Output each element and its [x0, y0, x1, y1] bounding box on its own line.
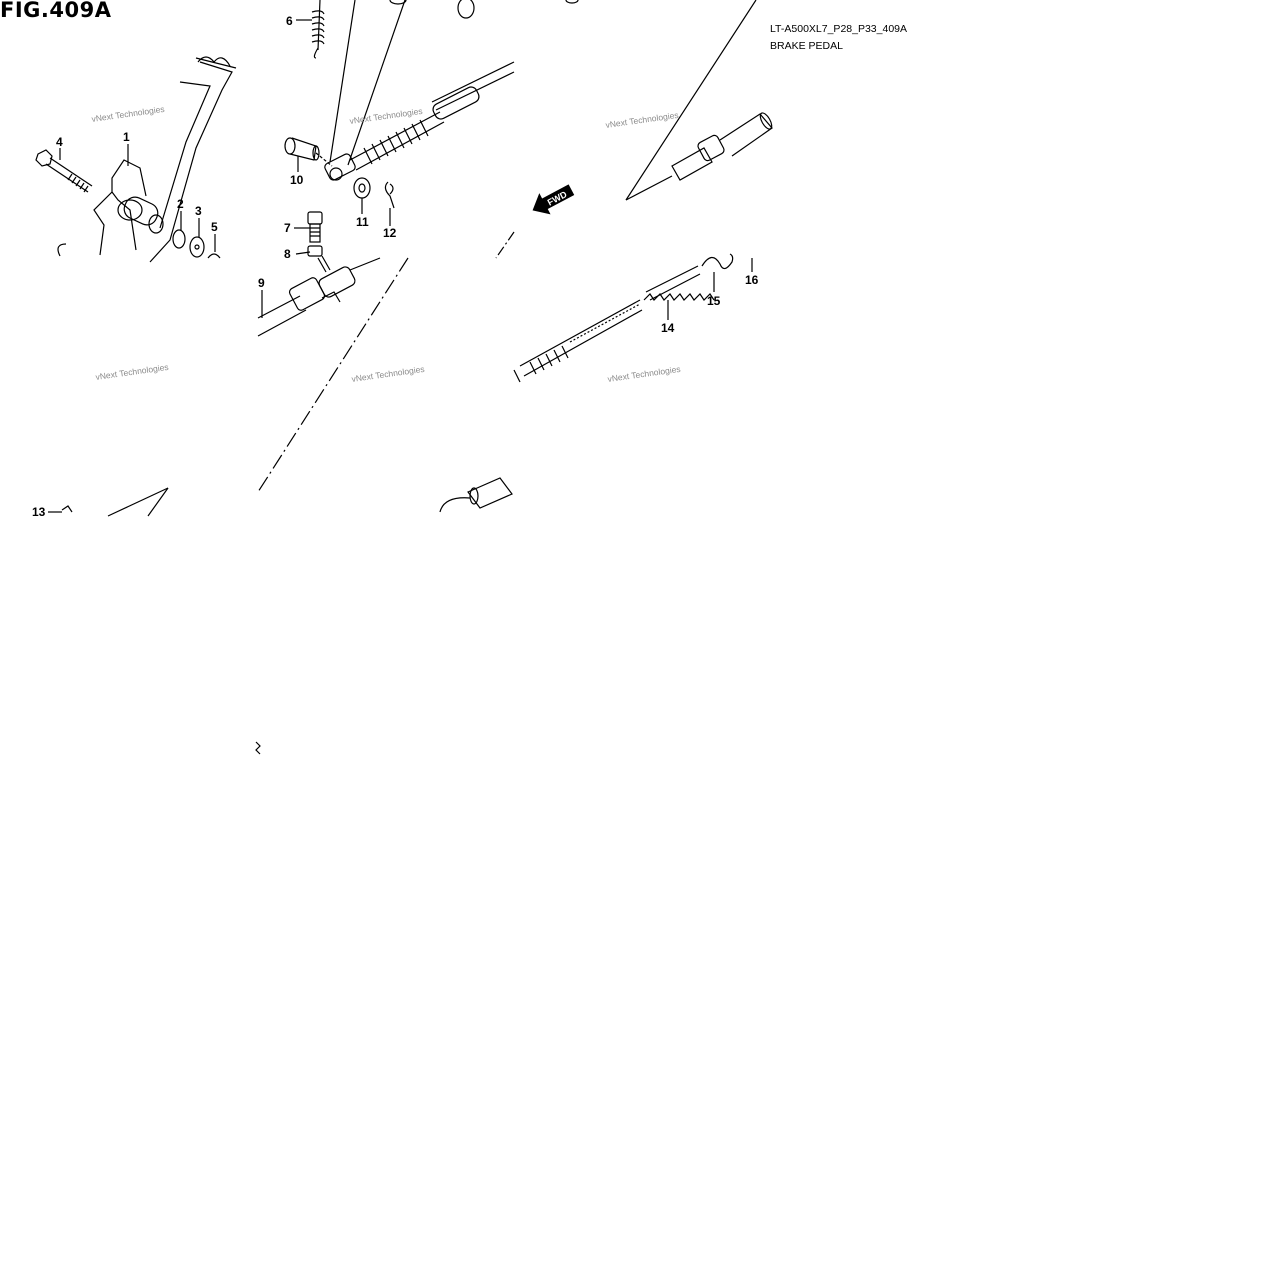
part-13-sketch — [61, 505, 73, 513]
callout-13: 13 — [32, 505, 46, 519]
callout-5: 5 — [211, 220, 218, 234]
clip-part-5 — [207, 253, 221, 259]
adjuster-rod — [513, 299, 643, 383]
callout-15: 15 — [707, 294, 721, 308]
watermark: vNext Technologies — [351, 364, 425, 384]
return-spring-part-6 — [311, 0, 325, 59]
watermark: vNext Technologies — [95, 362, 169, 382]
bolt-part-7 — [307, 211, 323, 243]
watermarks: vNext Technologies vNext Technologies vN… — [91, 104, 681, 384]
figure-title: FIG.409A — [0, 0, 112, 22]
callout-6: 6 — [286, 14, 293, 28]
spring-part-14 — [643, 265, 715, 301]
pin-part-10 — [284, 137, 333, 167]
callout-12: 12 — [383, 226, 397, 240]
callout-9: 9 — [258, 276, 265, 290]
watermark: vNext Technologies — [605, 110, 679, 130]
washer-part-3 — [189, 236, 205, 258]
brake-cable-lower-part-9 — [257, 257, 381, 337]
washer-part-11 — [353, 177, 371, 199]
watermark: vNext Technologies — [349, 106, 423, 126]
callout-11: 11 — [356, 215, 369, 229]
callout-4: 4 — [56, 135, 63, 149]
callout-1: 1 — [123, 130, 130, 144]
bottom-lever — [439, 497, 471, 513]
callout-8: 8 — [284, 247, 291, 261]
brake-pedal-arm — [57, 56, 237, 263]
o-ring-part-2 — [172, 229, 186, 249]
brake-cable-upper — [324, 61, 515, 181]
clip-part-15 — [701, 253, 734, 270]
callout-10: 10 — [290, 173, 304, 187]
callout-2: 2 — [177, 197, 184, 211]
cotter-pin-part-12 — [384, 181, 395, 209]
figure-code: LT-A500XL7_P28_P33_409A — [770, 23, 908, 35]
callout-16: 16 — [745, 273, 759, 287]
callout-numbers: 1 2 3 4 5 6 7 8 9 10 11 12 13 14 15 16 — [32, 14, 759, 519]
figure-subtitle: BRAKE PEDAL — [770, 40, 843, 52]
callout-14: 14 — [661, 321, 675, 335]
callout-3: 3 — [195, 204, 202, 218]
bolt-part-4 — [35, 149, 93, 193]
callout-7: 7 — [284, 221, 291, 235]
watermark: vNext Technologies — [607, 364, 681, 384]
brake-cable-end — [671, 112, 773, 181]
fwd-arrow-icon: FWD — [532, 184, 575, 215]
watermark: vNext Technologies — [91, 104, 165, 124]
nut-part-8 — [307, 245, 331, 273]
